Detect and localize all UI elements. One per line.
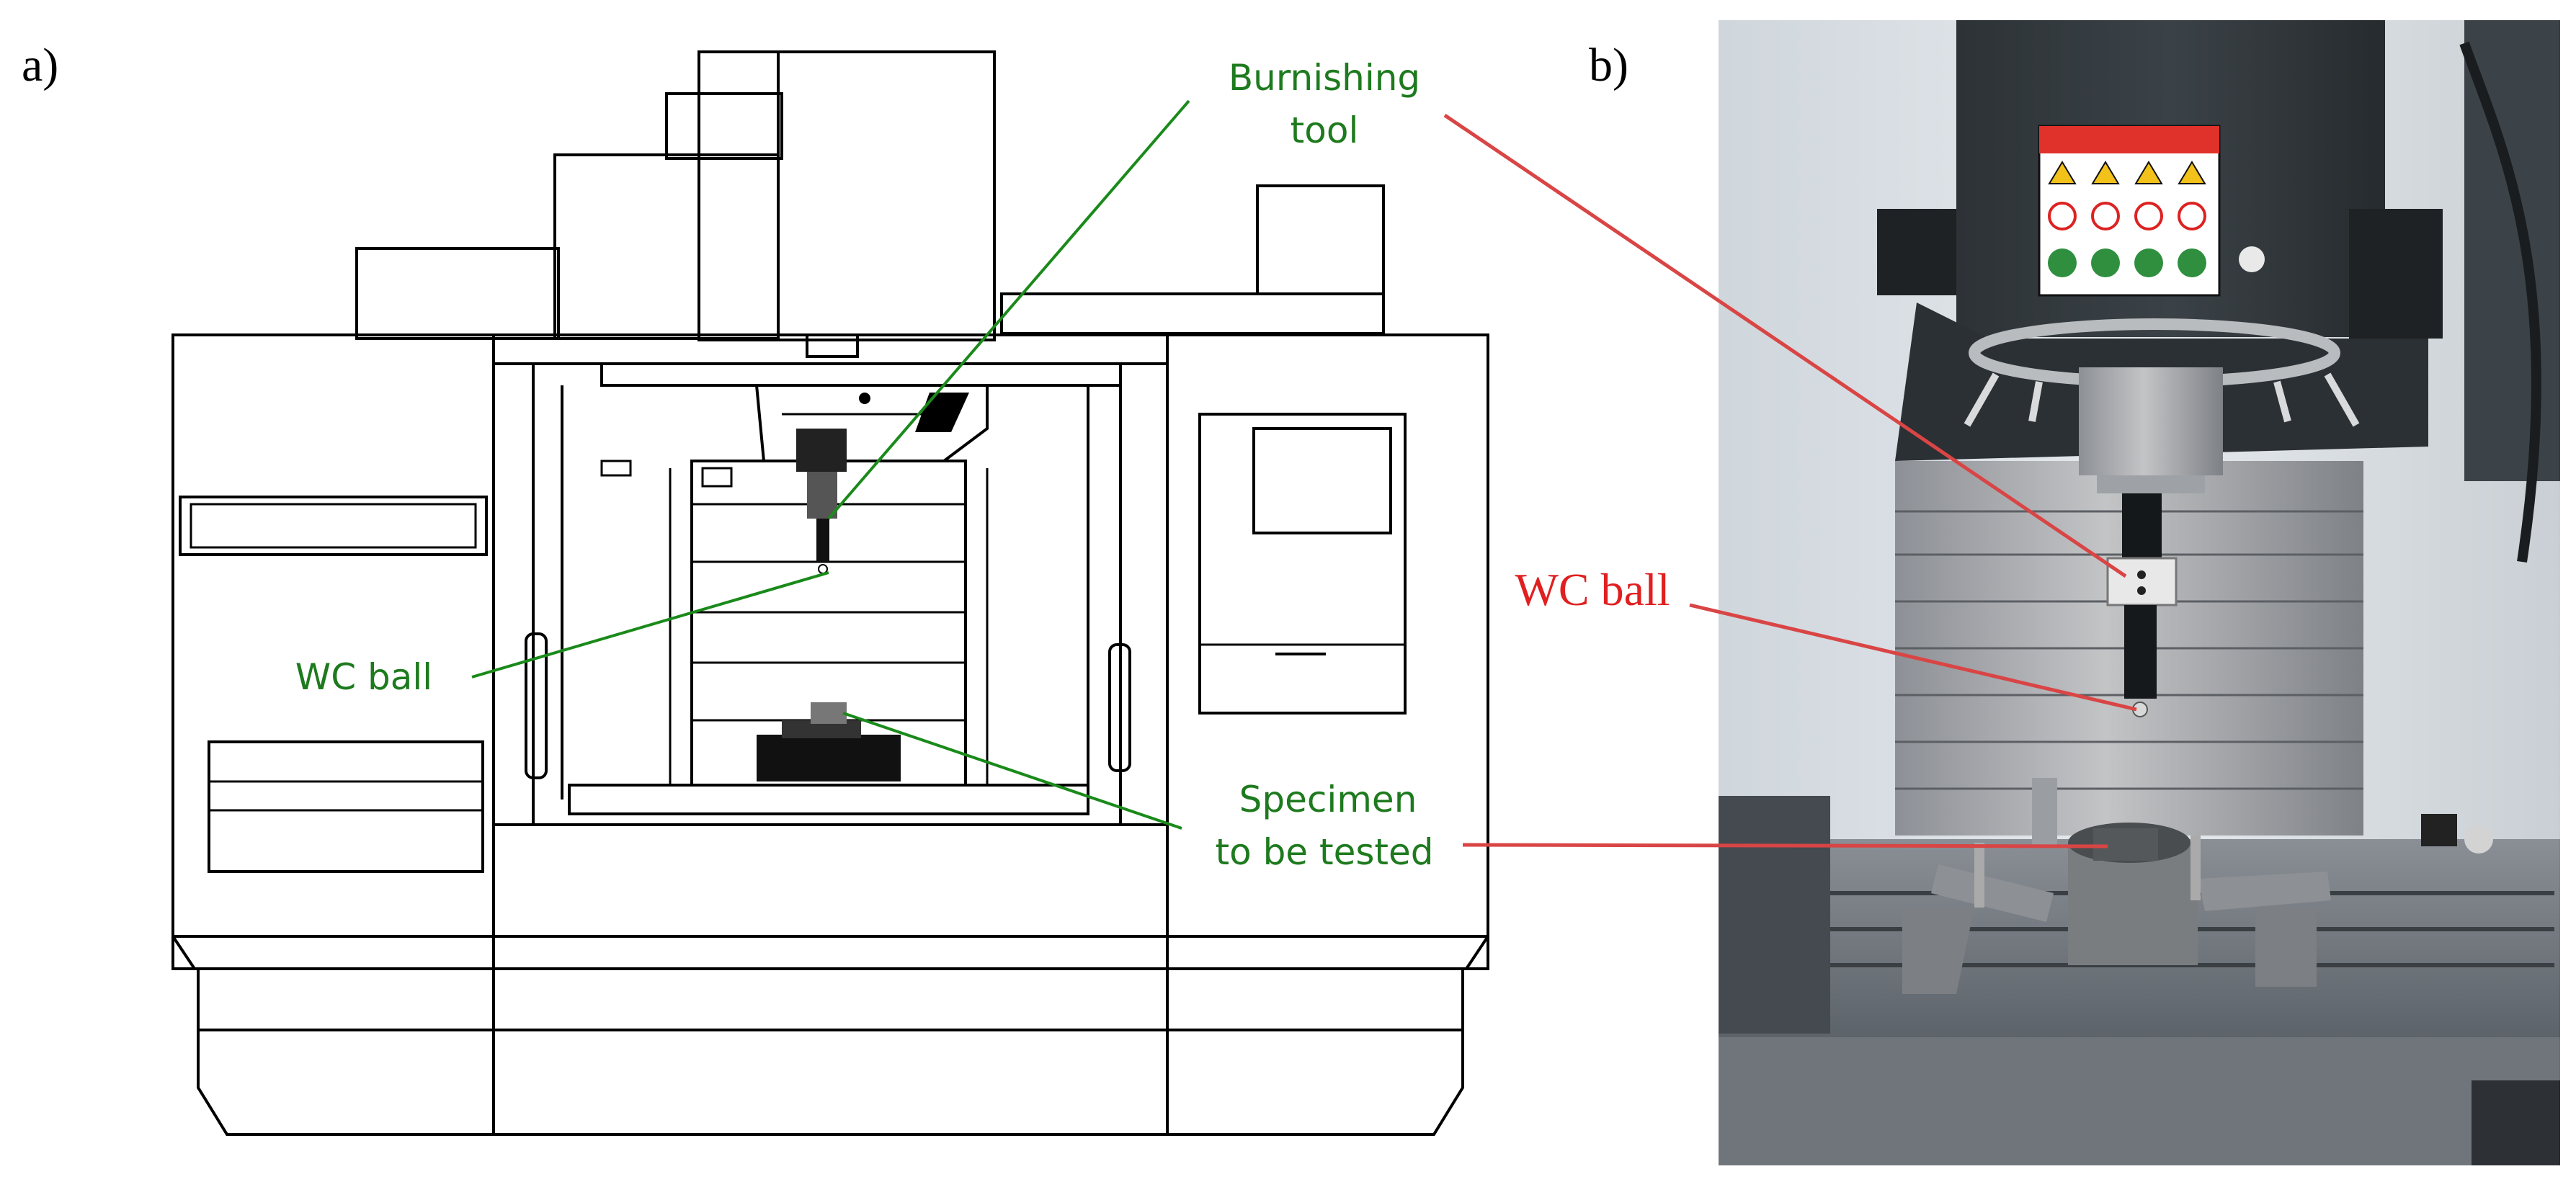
leader-line-wc-ball-a: [471, 571, 829, 678]
panel-b-label: b): [1589, 39, 1628, 91]
panel-b-annotations: WC ball: [1515, 564, 1670, 615]
leader-line-tool-b: [1443, 113, 2127, 578]
leader-line-specimen-b: [1462, 843, 2108, 848]
specimen-label-line2: to be tested: [1215, 831, 1433, 873]
burnishing-tool-label-line2: tool: [1291, 109, 1359, 151]
leader-line-burnishing-tool: [827, 99, 1190, 520]
panel-b-photo: b): [1589, 20, 2560, 1165]
panel-a-machine-drawing: a): [22, 39, 1489, 1136]
specimen-label-line1: Specimen: [1239, 779, 1417, 820]
panel-a-leader-lines: [471, 99, 1190, 830]
wc-ball-label-b: WC ball: [1515, 564, 1670, 615]
panel-a-label: a): [22, 39, 58, 91]
leader-line-wc-ball-b: [1689, 603, 2137, 712]
panel-b-leader-lines: [1443, 113, 2137, 848]
wc-ball-label-a: WC ball: [295, 656, 432, 698]
burnishing-tool-label-line1: Burnishing: [1229, 57, 1420, 99]
leader-line-specimen-a: [842, 712, 1182, 830]
panel-a-annotations: Burnishing tool WC ball Specimen to be t…: [295, 57, 1434, 873]
